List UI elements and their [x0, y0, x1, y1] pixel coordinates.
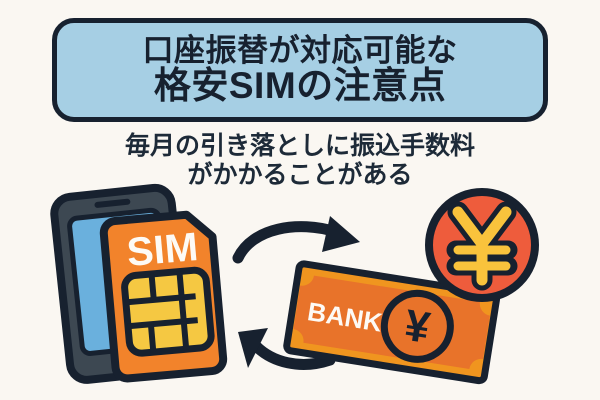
arrow-top-right: [232, 216, 360, 264]
illustration-svg: SIM BANK ¥: [50, 183, 539, 385]
banknote-yen-circle: [380, 289, 454, 363]
arrow-bottom-left: [238, 328, 336, 370]
yen-symbol-icon: [446, 201, 518, 291]
title-line-1: 口座振替が対応可能な: [142, 32, 458, 68]
sim-chip-icon: [121, 266, 215, 357]
illustration-area: SIM BANK ¥: [0, 180, 600, 400]
chip-line: [178, 297, 187, 322]
sim-card-label: SIM: [125, 225, 200, 275]
cycle-arrows: [232, 216, 360, 370]
sim-chip-outline: [121, 266, 215, 357]
chip-line: [176, 271, 185, 298]
bank-note: BANK ¥: [283, 260, 501, 385]
title-banner: 口座振替が対応可能な 格安SIMの注意点: [52, 18, 548, 122]
sim-card: SIM: [99, 210, 228, 383]
subtitle-line-1: 毎月の引き落としに振込手数料: [124, 132, 475, 160]
arrow-bottom-head-icon: [238, 328, 268, 368]
arrow-top-shaft: [232, 221, 342, 264]
arrow-top-head-icon: [322, 216, 360, 252]
subtitle-line-2: がかかることがある: [187, 160, 413, 189]
phone-speaker-icon: [94, 198, 131, 208]
subtitle-block: 毎月の引き落としに振込手数料 がかかることがある: [0, 132, 600, 189]
chip-line: [148, 273, 157, 301]
chip-line: [125, 293, 196, 306]
arrow-bottom-shaft: [250, 340, 336, 370]
chip-line: [180, 321, 190, 350]
chip-line: [147, 323, 157, 353]
yen-coin-badge: [425, 188, 539, 302]
title-line-2: 格安SIMの注意点: [153, 64, 447, 106]
